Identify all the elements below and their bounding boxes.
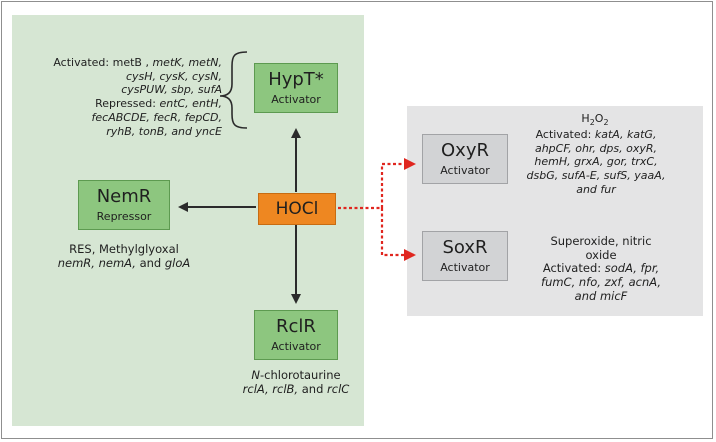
- hypt-box: HypT* Activator: [254, 63, 338, 113]
- oxyr-line3: hemH, grxA, gor, trxC,: [534, 155, 658, 169]
- nemr-genes-c: gloA: [164, 255, 191, 270]
- oxyr-box: OxyR Activator: [422, 134, 508, 184]
- oxyr-activated-label: Activated:: [535, 128, 592, 141]
- curly-brace: [219, 51, 248, 129]
- hypt-activated-line1-italic: metK, metN,: [152, 56, 222, 69]
- rclr-genes-c: rclC: [327, 381, 350, 396]
- oxyr-stimulus-h: H: [581, 112, 590, 125]
- oxyr-stimulus-o: O: [594, 112, 604, 125]
- oxyr-line1: katA, katG,: [594, 128, 657, 141]
- hocl-name: HOCl: [275, 199, 319, 219]
- oxyr-stimulus-sub1: 2: [589, 118, 595, 128]
- rclr-box: RclR Activator: [254, 310, 338, 360]
- oxyr-line4: dsbG, sufA-E, sufS, yaaA,: [526, 169, 666, 183]
- soxr-targets-text: Superoxide, nitric oxide Activated: sodA…: [512, 234, 690, 304]
- soxr-role: Activator: [440, 261, 490, 274]
- hypt-activated-line3: cysPUW, sbp, sufA: [121, 83, 222, 97]
- oxyr-stimulus: H2O2: [520, 112, 670, 130]
- soxr-line1: sodA, fpr,: [604, 261, 660, 276]
- rclr-genes-a: rclA, rclB,: [242, 381, 299, 396]
- hypt-repressed-label: Repressed:: [95, 97, 156, 111]
- rclr-targets-text: N-chlorotaurine rclA, rclB, and rclC: [226, 368, 366, 396]
- nemr-name: NemR: [96, 186, 152, 207]
- nemr-role: Repressor: [96, 210, 152, 223]
- hypt-activated-line2: cysH, cysK, cysN,: [125, 69, 222, 83]
- soxr-line2: fumC, nfo, zxf, acnA,: [541, 275, 661, 290]
- hocl-box: HOCl: [258, 193, 336, 225]
- oxyr-role: Activator: [440, 164, 490, 177]
- hypt-targets-text: Activated: metB , metK, metN, cysH, cysK…: [16, 56, 222, 138]
- soxr-activated-label: Activated:: [542, 261, 602, 276]
- nemr-targets-text: RES, Methylglyoxal nemR, nemA, and gloA: [44, 242, 204, 270]
- nemr-inducers: RES, Methylglyoxal: [69, 242, 179, 256]
- oxyr-line5: and fur: [576, 182, 616, 196]
- nemr-box: NemR Repressor: [78, 180, 170, 230]
- oxyr-targets-text: Activated: katA, katG, ahpCF, ohr, dps, …: [512, 128, 680, 197]
- hypt-activated-line1-plain: metB ,: [112, 56, 149, 69]
- oxyr-stimulus-sub2: 2: [603, 118, 609, 128]
- oxyr-name: OxyR: [441, 140, 489, 161]
- soxr-stimulus-line1: Superoxide, nitric: [550, 234, 652, 248]
- arrow-hocl-to-soxr: [380, 208, 416, 261]
- hypt-activated-label: Activated:: [53, 56, 110, 69]
- oxyr-line2: ahpCF, ohr, dps, oxyR,: [534, 141, 658, 155]
- rclr-genes-and: and: [301, 381, 324, 396]
- hypt-repressed-line1: entC, entH,: [159, 97, 222, 111]
- arrow-hocl-to-oxyr: [338, 158, 416, 210]
- nemr-genes-and: and: [139, 255, 162, 270]
- rclr-role: Activator: [271, 340, 321, 353]
- hypt-role: Activator: [271, 93, 321, 106]
- rclr-name: RclR: [276, 316, 316, 337]
- soxr-box: SoxR Activator: [422, 231, 508, 281]
- hypt-name: HypT*: [268, 69, 324, 90]
- rclr-inducer-italic: N: [251, 368, 260, 382]
- soxr-stimulus-line2: oxide: [585, 247, 617, 262]
- rclr-inducer-rest: -chlorotaurine: [259, 368, 341, 382]
- nemr-genes-a: nemR, nemA,: [57, 255, 136, 270]
- hypt-repressed-line2: fecABCDE, fecR, fepCD,: [91, 110, 222, 124]
- soxr-name: SoxR: [442, 237, 488, 258]
- hypt-repressed-line3: ryhB, tonB, and yncE: [106, 124, 222, 138]
- soxr-line3: and micF: [574, 288, 628, 303]
